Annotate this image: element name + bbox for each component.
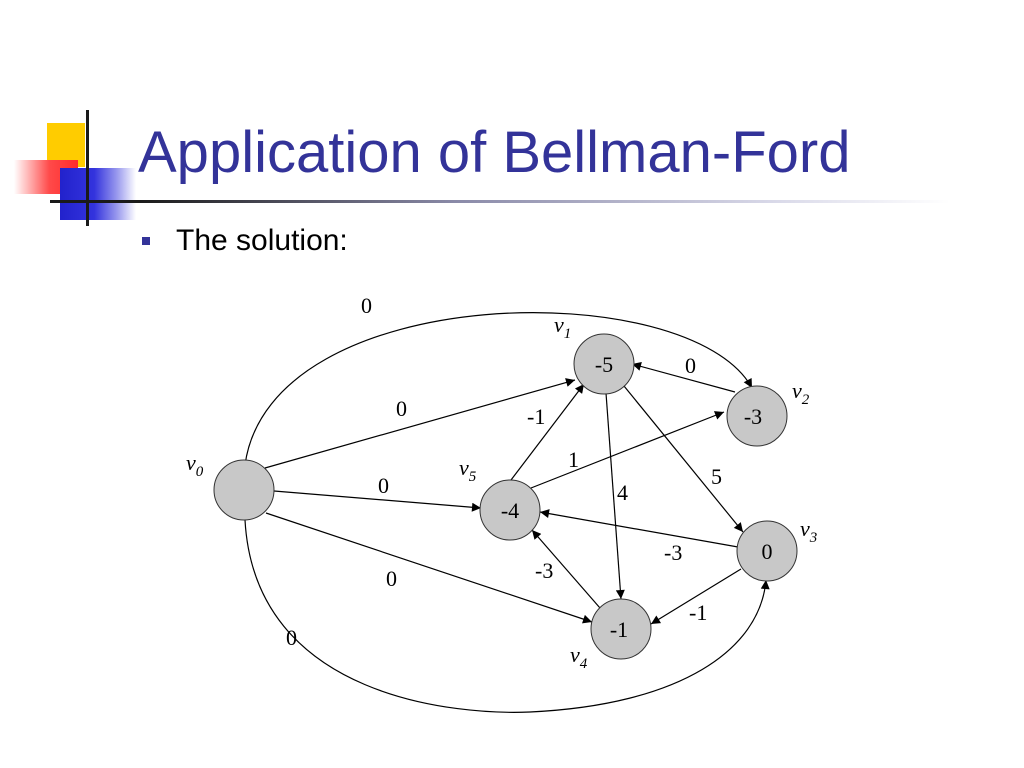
node-v3	[736, 520, 798, 582]
vertex-subscript: 3	[809, 530, 818, 546]
edge-weight-v0-v5: 0	[378, 473, 389, 498]
edge-v0-v5	[273, 490, 482, 512]
node-value-v1: -5	[595, 352, 613, 377]
vertex-letter: v	[800, 516, 810, 541]
edge-v3-v4	[650, 568, 742, 625]
vertex-letter: v	[459, 455, 469, 480]
edge-v4-v5	[531, 529, 601, 609]
node-v0	[213, 459, 275, 521]
edge-v1-v4	[605, 392, 625, 600]
edge-weight-v3-v5: -3	[664, 540, 682, 565]
edge-weight-v0-v3: 0	[286, 625, 297, 650]
vertex-label-v3: v3	[800, 516, 817, 546]
vertex-letter: v	[186, 450, 196, 475]
vertex-label-v5: v5	[459, 455, 477, 485]
edge-v0-v2	[244, 312, 753, 466]
edge-weight-v4-v5: -3	[535, 558, 553, 583]
vertex-letter: v	[792, 378, 802, 403]
edge-v0-v3	[244, 519, 770, 713]
node-v4	[590, 598, 652, 660]
vertex-letter: v	[554, 312, 564, 337]
edge-v5-v1	[510, 383, 585, 481]
edge-v2-v1	[631, 362, 736, 393]
edge-weight-v5-v1: -1	[527, 404, 545, 429]
edge-weight-v3-v4: -1	[689, 600, 707, 625]
decor-vertical-line	[86, 110, 89, 226]
edge-v5-v2	[530, 411, 725, 489]
node-value-v4: -1	[610, 617, 628, 642]
vertex-subscript: 4	[580, 656, 588, 672]
vertex-label-v1: v1	[554, 312, 571, 342]
node-value-v3: 0	[762, 539, 773, 564]
edge-v3-v5	[539, 509, 739, 548]
edge-v0-v4	[265, 512, 593, 624]
vertex-subscript: 2	[802, 392, 810, 408]
bullet-item: The solution:	[142, 224, 348, 258]
edge-weight-v5-v2: 1	[568, 447, 579, 472]
node-value-v5: -4	[501, 498, 519, 523]
decor-yellow-square	[47, 123, 85, 167]
page-title: Application of Bellman-Ford	[138, 120, 851, 185]
vertex-subscript: 5	[469, 469, 477, 485]
edge-weight-v0-v1: 0	[396, 396, 407, 421]
node-v2	[726, 385, 788, 447]
vertex-label-v4: v4	[570, 642, 588, 672]
vertex-letter: v	[570, 642, 580, 667]
edge-weight-v1-v4: 4	[617, 480, 628, 505]
node-value-v2: -3	[744, 404, 762, 429]
decor-blue-square	[60, 168, 136, 220]
edge-weight-v0-v2: 0	[361, 293, 372, 318]
edge-weight-v1-v3: 5	[711, 464, 722, 489]
vertex-subscript: 0	[196, 464, 204, 480]
edge-weight-v0-v4: 0	[386, 566, 397, 591]
vertex-label-v0: v0	[186, 450, 204, 480]
edge-weight-v2-v1: 0	[685, 353, 696, 378]
edge-v0-v1	[264, 378, 576, 469]
node-v5	[479, 479, 541, 541]
bullet-list: The solution:	[142, 224, 348, 258]
bullet-square-icon	[142, 237, 150, 245]
title-underline	[50, 200, 950, 203]
bullet-text: The solution:	[176, 224, 348, 257]
vertex-label-v2: v2	[792, 378, 810, 408]
edge-v1-v3	[623, 385, 744, 533]
node-v1	[573, 333, 635, 395]
vertex-subscript: 1	[564, 326, 572, 342]
